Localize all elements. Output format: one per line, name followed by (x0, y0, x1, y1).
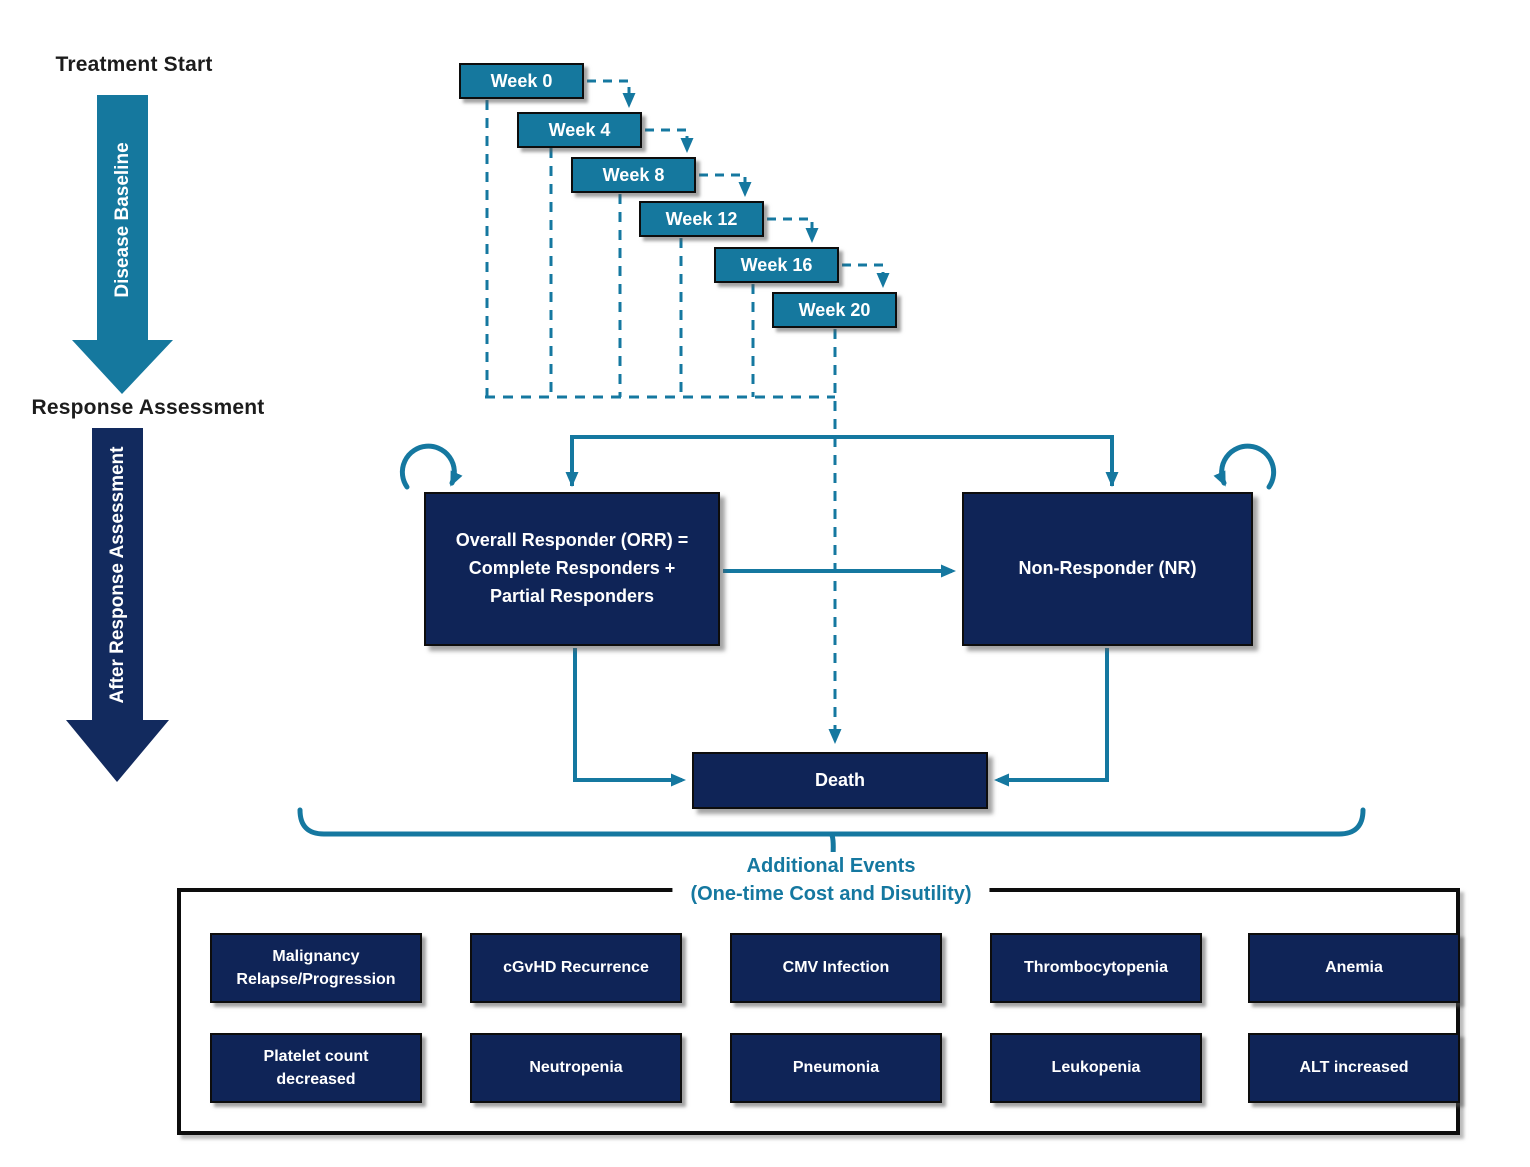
week16-to-week20-connector (842, 263, 890, 288)
event-alt-increased-box: ALT increased (1248, 1033, 1460, 1103)
event-thrombocytopenia-box: Thrombocytopenia (990, 933, 1202, 1003)
disease-baseline-arrow (72, 95, 173, 394)
orr-to-death-arrow (573, 648, 686, 787)
event-malignancy-box: Malignancy Relapse/Progression (210, 933, 422, 1003)
week-0-box: Week 0 (459, 63, 584, 99)
event-anemia-box: Anemia (1248, 933, 1460, 1003)
additional-events-title: Additional Events (One-time Cost and Dis… (672, 852, 990, 908)
week0-to-week4-connector (587, 79, 636, 108)
assessment-split-line (570, 435, 1114, 486)
week-16-box: Week 16 (714, 247, 839, 283)
non-responder-box: Non-Responder (NR) (962, 492, 1253, 646)
week8-to-week12-connector (699, 173, 752, 197)
week-4-box: Week 4 (517, 112, 642, 148)
event-cmv-infection-box: CMV Infection (730, 933, 942, 1003)
treatment-start-label: Treatment Start (55, 53, 213, 76)
event-neutropenia-box: Neutropenia (470, 1033, 682, 1103)
week4-to-week8-connector (645, 128, 694, 153)
week-20-box: Week 20 (772, 292, 897, 328)
additional-events-title-line1: Additional Events (746, 855, 916, 877)
week12-to-week16-connector (767, 217, 819, 243)
after-response-assessment-label: After Response Assessment (107, 446, 128, 704)
additional-events-brace (297, 807, 1366, 837)
additional-events-title-line2: (One-time Cost and Disutility) (690, 883, 972, 905)
orr-self-loop-icon (399, 443, 463, 490)
response-assessment-label: Response Assessment (31, 396, 265, 419)
nr-self-loop-icon (1213, 443, 1277, 490)
nr-to-death-arrow (994, 648, 1109, 787)
event-pneumonia-box: Pneumonia (730, 1033, 942, 1103)
event-leukopenia-box: Leukopenia (990, 1033, 1202, 1103)
disease-baseline-label: Disease Baseline (112, 142, 133, 298)
overall-responder-box: Overall Responder (ORR) = Complete Respo… (424, 492, 720, 646)
event-cgvhd-recurrence-box: cGvHD Recurrence (470, 933, 682, 1003)
week-12-box: Week 12 (639, 201, 764, 237)
death-box: Death (692, 752, 988, 809)
event-platelet-count-box: Platelet count decreased (210, 1033, 422, 1103)
week-8-box: Week 8 (571, 157, 696, 193)
after-response-assessment-arrow (66, 428, 169, 782)
